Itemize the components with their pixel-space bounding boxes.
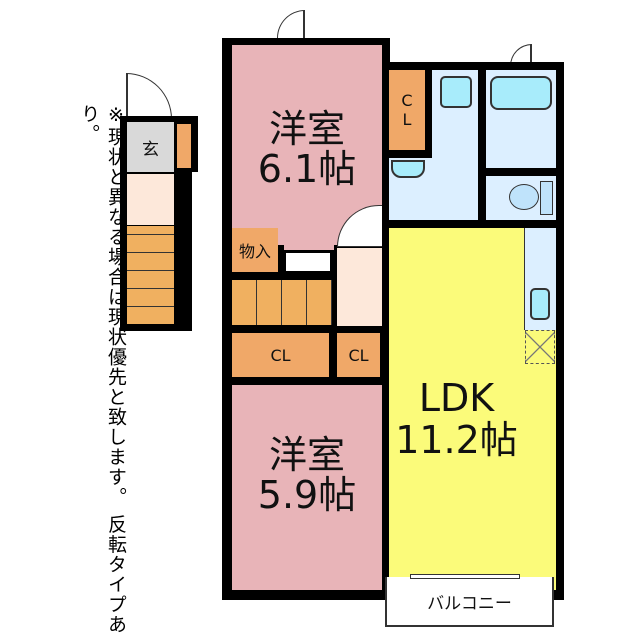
toilet-tank-icon xyxy=(540,181,553,215)
bedroom2 xyxy=(232,385,382,590)
wall-gap xyxy=(286,253,330,271)
closet-right-label: CL xyxy=(348,345,369,365)
ldk-name: LDK xyxy=(418,376,495,420)
bedroom1-nook xyxy=(284,240,334,250)
entrance-label: 玄 xyxy=(142,139,159,160)
closet-left: CL xyxy=(232,333,329,377)
ldk-size: 11.2帖 xyxy=(395,417,518,462)
bathtub-icon xyxy=(490,76,552,110)
fridge-space xyxy=(525,330,555,364)
toilet-icon xyxy=(509,184,539,210)
closet-top: C L xyxy=(389,70,425,150)
closet-right: CL xyxy=(337,333,380,377)
bedroom2-size: 5.9帖 xyxy=(257,472,357,517)
bedroom2-label: 洋室 5.9帖 xyxy=(232,433,382,517)
stove-icon xyxy=(530,288,550,320)
storage-closet: 物入 xyxy=(232,228,278,272)
entrance-hall xyxy=(127,174,174,225)
entrance-stairs xyxy=(127,226,174,324)
entrance-room: 玄 xyxy=(127,122,174,172)
stairs xyxy=(232,280,332,325)
closet-top-label-2: L xyxy=(402,110,412,129)
closet-left-label: CL xyxy=(270,345,291,365)
shoe-closet xyxy=(177,124,191,168)
storage-label: 物入 xyxy=(238,242,271,261)
sink-icon xyxy=(391,160,425,178)
balcony: バルコニー xyxy=(385,577,554,627)
hall xyxy=(337,248,382,326)
ldk-label: LDK 11.2帖 xyxy=(389,376,524,462)
bedroom2-name: 洋室 xyxy=(268,433,345,477)
closet-top-label-1: C xyxy=(401,91,413,110)
bedroom1-name: 洋室 xyxy=(268,107,345,151)
washing-machine-icon xyxy=(440,76,472,108)
bedroom1-door-arc xyxy=(277,10,305,40)
bedroom1-label: 洋室 6.1帖 xyxy=(232,107,382,191)
bedroom1-size: 6.1帖 xyxy=(257,146,357,191)
balcony-window xyxy=(410,574,520,579)
balcony-label: バルコニー xyxy=(427,593,512,614)
entrance-door-arc xyxy=(126,73,172,119)
